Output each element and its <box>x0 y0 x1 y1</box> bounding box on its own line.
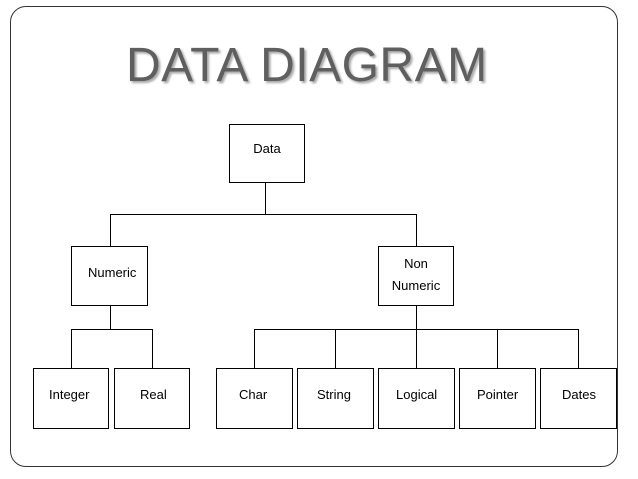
node-integer: Integer <box>33 368 109 429</box>
node-non-numeric: Non Numeric <box>378 246 454 306</box>
node-logical: Logical <box>378 368 455 429</box>
node-string: String <box>297 368 374 429</box>
node-numeric-label: Numeric <box>88 265 137 280</box>
page-title: DATA DIAGRAM <box>126 39 488 92</box>
node-integer-label: Integer <box>49 387 90 402</box>
connector-level1-bar <box>110 214 417 215</box>
node-char: Char <box>216 368 293 429</box>
node-dates-label: Dates <box>562 387 596 402</box>
connector-to-real <box>152 329 153 369</box>
node-logical-label: Logical <box>396 387 438 402</box>
node-real: Real <box>114 368 190 429</box>
node-dates: Dates <box>540 368 617 429</box>
connector-root-down <box>265 183 266 215</box>
node-numeric: Numeric <box>71 246 148 306</box>
connector-numeric-bar <box>71 329 153 330</box>
connector-to-numeric <box>110 214 111 247</box>
node-data: Data <box>229 124 305 183</box>
connector-to-non-numeric <box>416 214 417 247</box>
node-non-numeric-label-line1: Non <box>404 256 428 271</box>
node-non-numeric-label-line2: Numeric <box>391 278 441 293</box>
node-real-label: Real <box>140 387 167 402</box>
node-data-label: Data <box>253 141 281 156</box>
node-string-label: String <box>317 387 351 402</box>
slide-frame <box>10 6 618 467</box>
connector-to-logical <box>416 329 417 369</box>
connector-to-char <box>254 329 255 369</box>
connector-non-numeric-down <box>416 306 417 329</box>
node-pointer-label: Pointer <box>477 387 519 402</box>
node-char-label: Char <box>239 387 268 402</box>
connector-to-dates <box>578 329 579 369</box>
connector-numeric-down <box>110 306 111 329</box>
node-pointer: Pointer <box>459 368 536 429</box>
connector-to-integer <box>71 329 72 369</box>
connector-to-pointer <box>497 329 498 369</box>
connector-to-string <box>335 329 336 369</box>
